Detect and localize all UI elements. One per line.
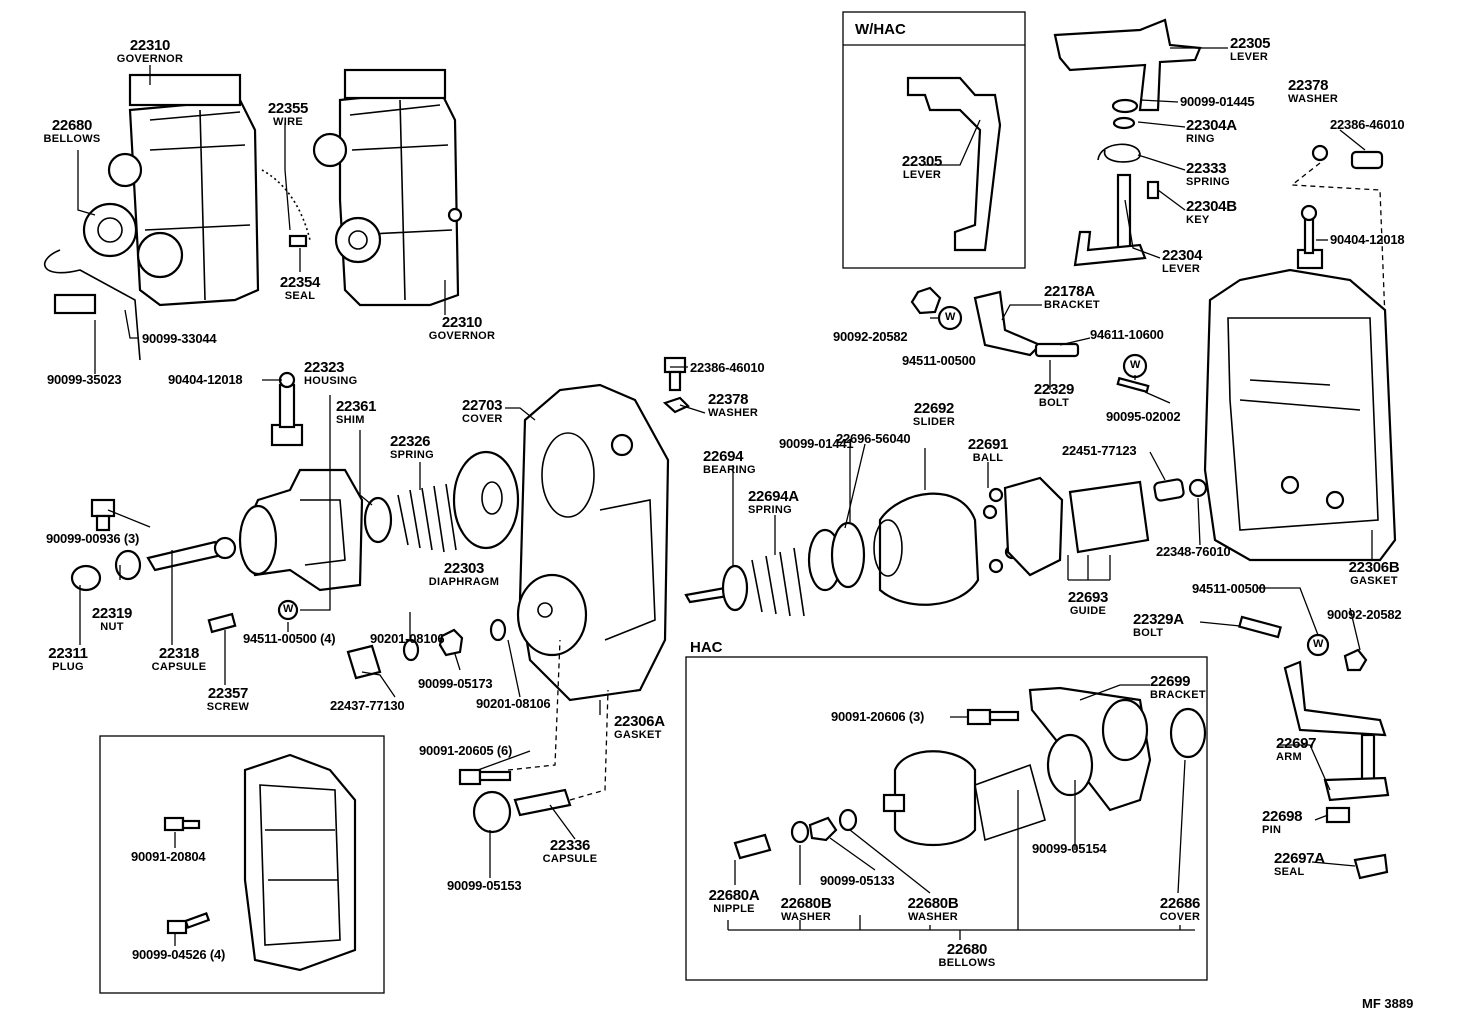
w-hac-title: W/HAC [855,21,906,38]
part-90092-20582-bottom: 90092-20582 [1327,607,1402,622]
governor-assembly-left [43,73,260,361]
w-hac-frame [842,11,1026,269]
part-90201-08106-b: 90201-08106 [476,696,551,711]
part-94511-00500-4: 94511-00500 (4) [243,631,336,646]
leader-lines [77,47,1373,946]
part-90404-12018-right: 90404-12018 [1330,232,1405,247]
part-90099-01441: 90099-01441 [779,436,854,451]
part-90099-00936: 90099-00936 (3) [46,531,140,546]
bellows-22680-part [893,750,977,846]
guide-22693-part [1003,476,1064,577]
alt-housing-frame [99,735,385,994]
part-90091-20804: 90091-20804 [131,849,206,864]
washer-mark: W [1130,359,1141,371]
washer-mark: W [945,311,956,323]
part-90092-20582-top: 90092-20582 [833,329,908,344]
spring-22694a-coils [751,547,805,617]
part-90091-20606: 90091-20606 (3) [831,709,925,724]
part-90099-05153: 90099-05153 [447,878,522,893]
washer-mark: W [1313,638,1324,650]
part-94611-10600: 94611-10600 [1090,327,1164,342]
part-90099-35023: 90099-35023 [47,372,122,387]
wire-chain [261,169,311,241]
part-22386-46010-mid: 22386-46010 [690,360,765,375]
part-90201-08106-a: 90201-08106 [370,631,445,646]
wire-seal [288,234,308,248]
part-22386-46010-top: 22386-46010 [1330,117,1405,132]
whac-lever-part [906,76,1002,252]
governor-assembly-right [312,68,463,307]
part-90404-12018-left: 90404-12018 [168,372,243,387]
part-90099-04526: 90099-04526 (4) [132,947,226,962]
part-22437-77130: 22437-77130 [330,698,405,713]
part-94511-00500-top: 94511-00500 [902,353,976,368]
part-90099-05133: 90099-05133 [820,873,895,888]
hac-frame [685,656,1208,981]
washer-mark: W [283,603,294,615]
slider-22692-part [878,492,980,606]
hac-title: HAC [690,639,723,656]
lever-22305-part [1053,18,1202,112]
arm-22697-part [1283,660,1387,737]
part-90095-02002: 90095-02002 [1106,409,1181,424]
part-22348-76010: 22348-76010 [1156,544,1231,559]
part-90099-05154: 90099-05154 [1032,841,1107,856]
governor-housing-right [1203,268,1397,562]
part-90099-05173: 90099-05173 [418,676,493,691]
part-90091-20605: 90091-20605 (6) [419,743,513,758]
figure-reference: MF 3889 [1362,996,1414,1011]
part-90099-33044: 90099-33044 [142,331,217,346]
part-94511-00500-bottom: 94511-00500 [1192,581,1266,596]
part-22696-56040: 22696-56040 [836,431,911,446]
part-22451-77123: 22451-77123 [1062,443,1137,458]
spring-22326-coils [397,483,457,553]
part-90099-01445: 90099-01445 [1180,94,1255,109]
alt-housing-part [243,753,357,972]
